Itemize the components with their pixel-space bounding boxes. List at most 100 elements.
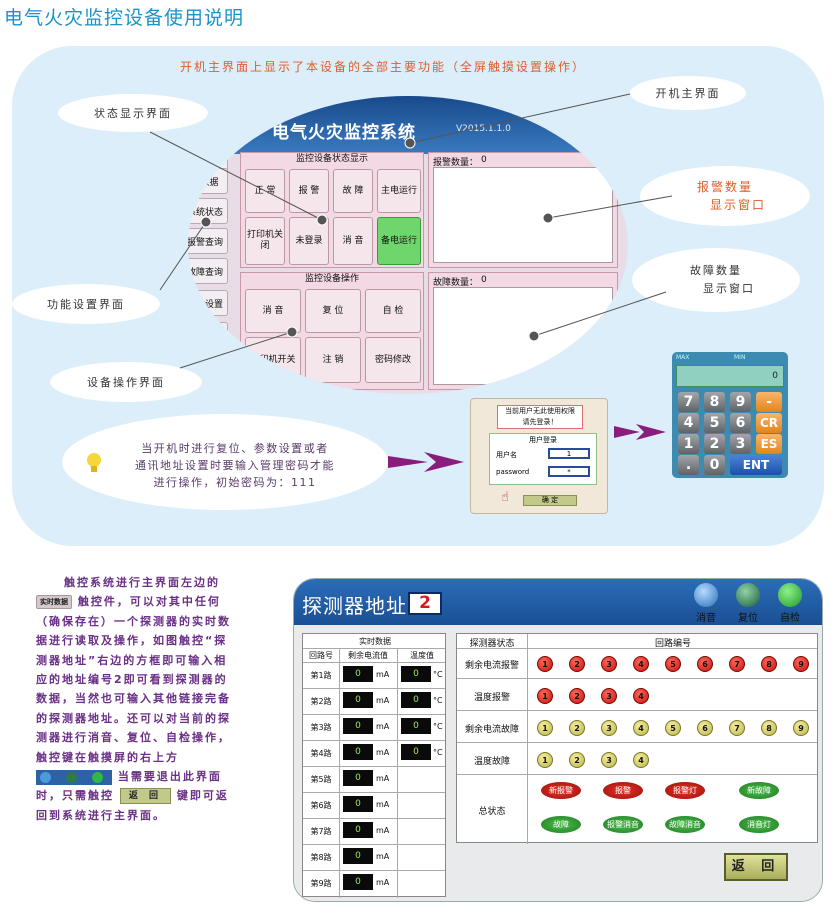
key-4[interactable]: 4 <box>678 413 699 433</box>
col-loop-no: 回路号 <box>309 651 333 660</box>
password-note: 当开机时进行复位、参数设置或者 通讯地址设置时要输入管理密码才能 进行操作，初始… <box>100 440 370 491</box>
check-icon <box>778 583 802 607</box>
total-new-alarm: 新报警 <box>541 782 581 799</box>
selftest-button[interactable]: 自检 <box>770 583 810 624</box>
realtime-row-label: 第3路 <box>310 723 332 732</box>
current-unit: mA <box>376 722 390 731</box>
col-loop-number: 回路编号 <box>654 639 691 649</box>
callout-alarm-window: 报警数量显示窗口 <box>640 166 810 226</box>
total-alarm-light: 报警灯 <box>665 782 705 799</box>
op-selftest-button[interactable]: 自 检 <box>365 289 421 333</box>
realtime-description: 触控系统进行主界面左边的 实时数据 触控件，可以对其中任何（确保存在）一个探测器… <box>36 573 236 825</box>
col-temperature: 温度值 <box>410 651 434 660</box>
key-8[interactable]: 8 <box>704 392 725 412</box>
row-temp-alarm: 温度报警 <box>473 693 510 703</box>
key-5[interactable]: 5 <box>704 413 725 433</box>
loop-led-2: 2 <box>569 720 585 736</box>
desc-back-button: 返 回 <box>119 788 171 805</box>
login-password-label: password <box>496 468 530 476</box>
op-mute-button[interactable]: 消 音 <box>245 289 301 333</box>
login-password-input[interactable]: * <box>548 466 590 477</box>
reset-button[interactable]: 复位 <box>728 583 768 624</box>
back-button[interactable]: 返 回 <box>724 853 788 881</box>
reset-label: 复位 <box>738 613 758 624</box>
key-3[interactable]: 3 <box>730 434 751 454</box>
login-confirm-button[interactable]: 确 定 <box>523 495 577 506</box>
desc-text-3: 当需要退出此界面时，只需触控 <box>36 770 222 803</box>
temp-unit: °C <box>433 696 443 705</box>
side-menu-item-alarm-query[interactable]: 报警查询 <box>188 228 228 254</box>
detector-address-input[interactable]: 2 <box>408 592 442 615</box>
key-cr[interactable]: CR <box>756 413 782 433</box>
loop-led-8: 8 <box>761 656 777 672</box>
op-logout-button[interactable]: 注 销 <box>305 337 361 383</box>
temperature-value: 0 <box>401 744 431 760</box>
key-6[interactable]: 6 <box>730 413 751 433</box>
desc-text-2: 触控件，可以对其中任何（确保存在）一个探测器的实时数据进行读取及操作，如图触控“… <box>36 595 231 764</box>
side-menu-item-param-settings[interactable]: 参数设置 <box>188 290 228 316</box>
login-user-input[interactable]: 1 <box>548 448 590 459</box>
current-unit: mA <box>376 878 390 887</box>
key-9[interactable]: 9 <box>730 392 751 412</box>
residual-current-value: 0 <box>343 666 373 682</box>
residual-current-value: 0 <box>343 718 373 734</box>
key-0[interactable]: 0 <box>704 455 725 475</box>
alarm-count-pane: 报警数量： 0 <box>428 152 618 268</box>
key-minus[interactable]: - <box>756 392 782 412</box>
desc-text-4: 键即可返回到系统进行主界面。 <box>36 789 229 822</box>
page-title: 电气火灾监控设备使用说明 <box>4 7 245 29</box>
residual-current-value: 0 <box>343 744 373 760</box>
key-dot[interactable]: . <box>678 455 699 475</box>
callout-main-screen: 开机主界面 <box>630 76 746 110</box>
key-2[interactable]: 2 <box>704 434 725 454</box>
loop-led-4: 4 <box>633 720 649 736</box>
op-reset-button[interactable]: 复 位 <box>305 289 361 333</box>
total-new-fault: 新故障 <box>739 782 779 799</box>
status-fault: 故 障 <box>333 169 373 213</box>
residual-current-value: 0 <box>343 692 373 708</box>
row-total-status: 总状态 <box>478 807 506 817</box>
side-menu-item-fault-query[interactable]: 故障查询 <box>188 258 228 284</box>
total-fault-mute: 故障消音 <box>665 816 705 833</box>
keypad-dialog: MAX MIN 0 7 8 9 - 4 5 6 CR 1 2 3 ES . 0 … <box>672 352 788 478</box>
key-1[interactable]: 1 <box>678 434 699 454</box>
loop-led-9: 9 <box>793 656 809 672</box>
key-7[interactable]: 7 <box>678 392 699 412</box>
selftest-label: 自检 <box>780 613 800 624</box>
desc-top-icons <box>36 769 112 785</box>
op-change-password-button[interactable]: 密码修改 <box>365 337 421 383</box>
status-mute: 消 音 <box>333 217 373 265</box>
loop-led-7: 7 <box>729 720 745 736</box>
detector-panel: 探测器地址: 2 消音 复位 自检 实时数据 回路号 剩余电流值 温度值 第1路… <box>293 578 823 902</box>
op-printer-toggle-button[interactable]: 打印机开关 <box>245 337 301 383</box>
side-menu-item-realtime[interactable]: 时数据 <box>188 168 228 194</box>
speaker-icon <box>40 771 51 783</box>
lightbulb-icon <box>87 453 101 472</box>
side-menu-item-6[interactable]: i <box>188 322 228 348</box>
temperature-value: 0 <box>401 666 431 682</box>
status-printer-off: 打印机关闭 <box>245 217 285 265</box>
desc-realtime-button: 实时数据 <box>36 595 72 610</box>
callout-lines <box>149 93 673 369</box>
row-residual-fault: 剩余电流故障 <box>464 725 519 735</box>
row-residual-alarm: 剩余电流报警 <box>464 661 519 671</box>
loop-led-1: 1 <box>537 656 553 672</box>
loop-led-8: 8 <box>761 720 777 736</box>
password-note-bubble <box>62 414 388 510</box>
keypad-display: 0 <box>676 365 784 387</box>
key-enter[interactable]: ENT <box>730 455 782 475</box>
current-unit: mA <box>376 670 390 679</box>
total-fault: 故障 <box>541 816 581 833</box>
login-frame-header: 用户登录 <box>529 436 557 444</box>
loop-led-6: 6 <box>697 656 713 672</box>
total-mute-light: 消音灯 <box>739 816 779 833</box>
current-unit: mA <box>376 696 390 705</box>
mute-button[interactable]: 消音 <box>686 583 726 624</box>
loop-led-3: 3 <box>601 656 617 672</box>
callout-alarm-line1: 报警数量 <box>696 180 753 194</box>
main-ui-titlebar: 电气火灾监控系统 V2015.1.1.0 <box>188 96 628 154</box>
col-residual-current: 剩余电流值 <box>348 651 388 660</box>
total-alarm-mute: 报警消音 <box>603 816 643 833</box>
key-es[interactable]: ES <box>756 434 782 454</box>
alarm-count-label: 报警数量： <box>433 158 479 168</box>
